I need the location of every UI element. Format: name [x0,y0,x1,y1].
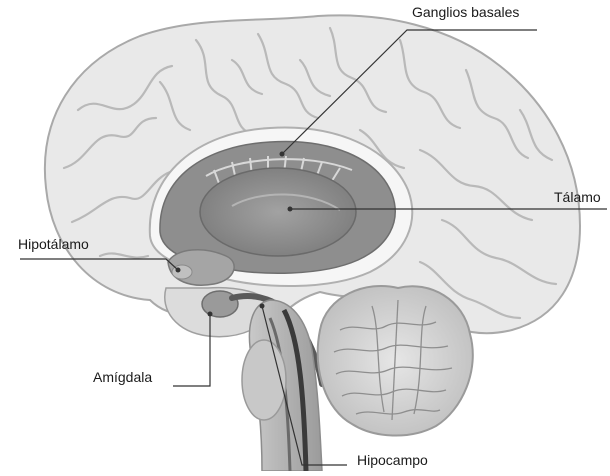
label-talamo: Tálamo [554,189,601,205]
label-amigdala: Amígdala [93,369,152,385]
label-ganglios-basales: Ganglios basales [412,4,519,20]
label-hipocampo: Hipocampo [357,452,428,468]
label-hipotalamo: Hipotálamo [18,236,89,252]
pons-shape [242,340,286,420]
thalamus-shape [200,168,356,256]
